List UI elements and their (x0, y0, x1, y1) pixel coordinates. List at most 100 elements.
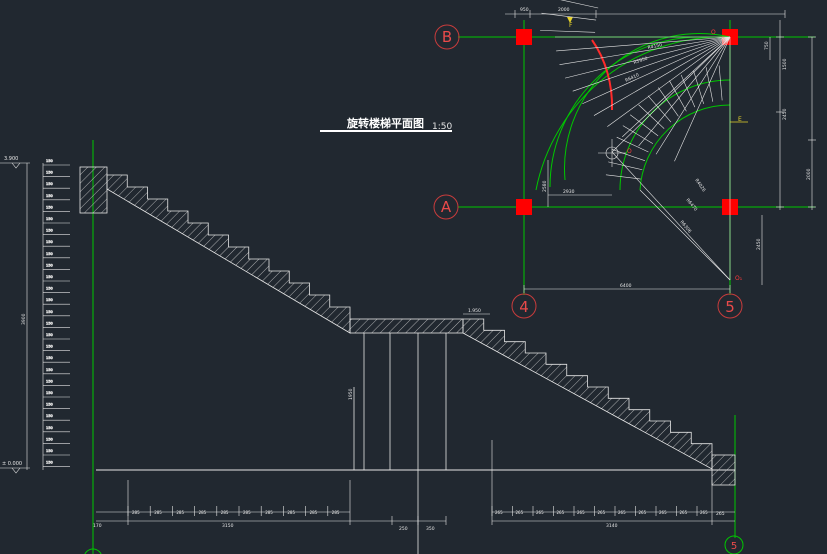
tread-dim-label-right: 265 (680, 510, 688, 515)
dim-right-2: 2450 (782, 108, 788, 120)
dim-inner-h: 2930 (563, 189, 575, 195)
column-a4 (516, 199, 532, 215)
riser-label: 150 (46, 194, 53, 198)
grid-bubble-b: B (434, 24, 460, 50)
tread-dim-label: 285 (154, 510, 162, 515)
plan-view: B A 4 5 950 2000 (433, 0, 816, 319)
grid-bubble-5: 5 (717, 293, 743, 319)
grid-bubble-4: 4 (511, 293, 537, 319)
dim-bottom-250: 250 (399, 526, 408, 532)
plan-right-dimensions (761, 20, 816, 285)
riser-label: 150 (46, 449, 53, 453)
riser-ticks: 150 150 150 150 150 150 150 150 150 150 150 150 150 1… (43, 159, 70, 467)
riser-label: 150 (46, 171, 53, 175)
tread-dim-label-right: 265 (516, 510, 524, 515)
riser-label: 150 (46, 461, 53, 465)
riser-label: 150 (46, 229, 53, 233)
plan-treads (540, 0, 731, 180)
grid-label-b: B (442, 28, 452, 46)
riser-label: 150 (46, 287, 53, 291)
radius-label-1: R4150 (647, 42, 663, 51)
riser-label: 150 (46, 379, 53, 383)
grid-label-5: 5 (725, 298, 735, 316)
tread-dim-label: 285 (332, 510, 340, 515)
riser-label: 150 (46, 310, 53, 314)
bottom-dimension-strings (96, 440, 735, 525)
riser-label: 150 (46, 321, 53, 325)
point-label-f: F (569, 22, 573, 29)
riser-label: 150 (46, 298, 53, 302)
plan-inner-dimensions (547, 160, 612, 207)
dim-bottom-170: 170 (93, 523, 102, 529)
dim-top-mid: 2000 (558, 7, 570, 13)
spiral-stair (535, 33, 731, 191)
tread-dim-label-right: 265 (557, 510, 565, 515)
riser-label: 150 (46, 403, 53, 407)
riser-label: 150 (46, 240, 53, 244)
riser-label: 150 (46, 263, 53, 267)
dim-bottom-265: 265 (716, 511, 725, 517)
tread-dim-label-right: 265 (639, 510, 647, 515)
red-arc-edge (591, 39, 614, 111)
lower-stair-flight (462, 318, 713, 470)
dim-right-4: 2450 (756, 238, 762, 250)
tread-dim-label: 285 (132, 510, 140, 515)
riser-label: 150 (46, 217, 53, 221)
grid-bubble-a: A (433, 194, 459, 220)
radius-label-2: R5950 (633, 56, 649, 66)
tread-dim-label-right: 265 (700, 510, 708, 515)
section-axis-lines (92, 140, 736, 554)
riser-label: 150 (46, 414, 53, 418)
grid-label-4: 4 (519, 298, 529, 316)
riser-label: 150 (46, 159, 53, 163)
point-label-o1: O (711, 29, 716, 36)
dim-bottom-3150: 3150 (222, 523, 234, 529)
tread-dim-label: 285 (199, 510, 207, 515)
point-label-o: O (627, 148, 632, 155)
tread-dim-label-right: 265 (495, 510, 503, 515)
plan-bottom-dimension (523, 285, 731, 293)
riser-label: 150 (46, 437, 53, 441)
tread-dim-label-right: 265 (618, 510, 626, 515)
dim-bottom-3140: 3140 (606, 523, 618, 529)
grid-bubble-left-bottom (84, 548, 102, 554)
riser-label: 150 (46, 356, 53, 360)
grid-bubble-5-bottom: 5 (724, 535, 744, 554)
riser-label: 150 (46, 182, 53, 186)
tread-dim-label-right: 265 (659, 510, 667, 515)
radius-label-5: R6470 (684, 197, 698, 212)
riser-label: 150 (46, 205, 53, 209)
riser-label: 150 (46, 345, 53, 349)
marker-f-flag (567, 17, 573, 23)
radius-label-4: R4026 (693, 178, 706, 193)
plan-radial-guides (611, 36, 731, 281)
tread-dim-label: 285 (265, 510, 273, 515)
dim-bottom: 6400 (620, 283, 632, 289)
column-b4 (516, 29, 532, 45)
top-landing-block (79, 166, 108, 214)
section-view: 3.900 ± 0.000 3900 150150150150150150150… (0, 140, 744, 554)
drawing-scale: 1:50 (432, 122, 452, 132)
drawing-title: 旋转楼梯平面图 (346, 116, 424, 130)
riser-label: 150 (46, 252, 53, 256)
center-mark-o (598, 139, 626, 167)
column-height-label: 1950 (348, 388, 354, 400)
dim-right-3: 2000 (806, 168, 812, 180)
tread-dim-label: 285 (287, 510, 295, 515)
tread-dim-label: 285 (176, 510, 184, 515)
tread-dim-label-right: 265 (536, 510, 544, 515)
riser-label: 150 (46, 275, 53, 279)
mid-landing-slab (349, 318, 464, 334)
point-label-o2: O₁ (735, 275, 743, 282)
point-label-e: E (738, 116, 742, 123)
dim-right-1: 1500 (782, 58, 788, 70)
plan-top-dimensions (505, 10, 786, 18)
landing-level: 1.950 (468, 308, 481, 314)
radius-label-3: R6410 (624, 72, 640, 84)
level-top: 3.900 (4, 156, 18, 162)
tread-dim-label: 285 (243, 510, 251, 515)
riser-label: 150 (46, 391, 53, 395)
grid-label-a: A (441, 198, 452, 216)
